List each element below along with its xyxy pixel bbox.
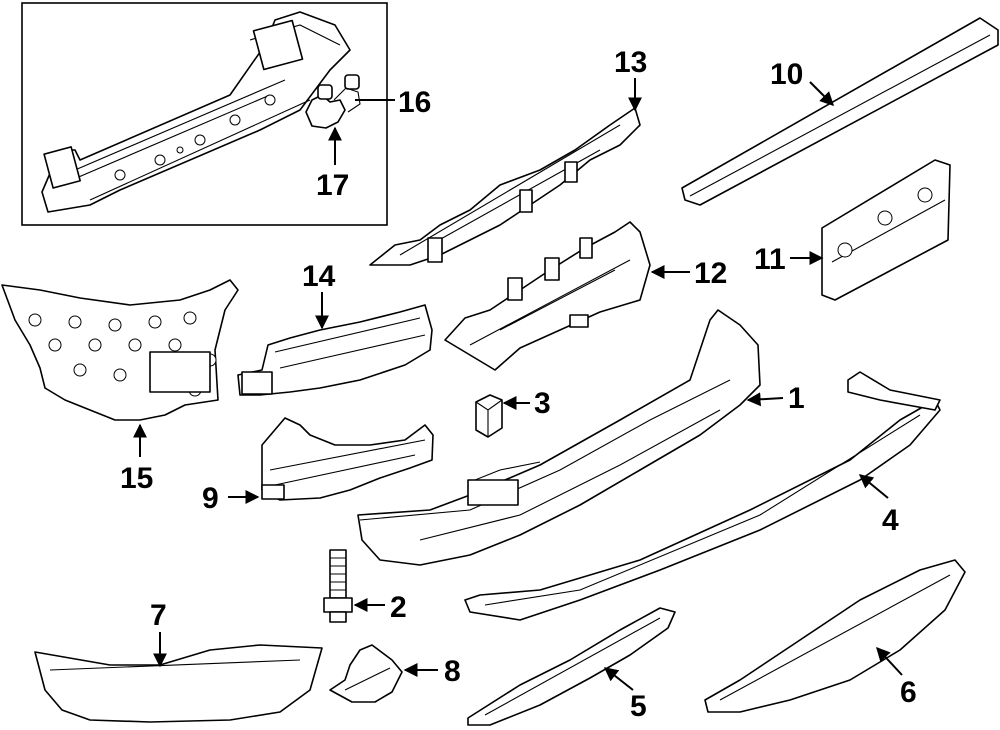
part-2-bolt[interactable] (323, 549, 353, 623)
callout-4: 4 (882, 504, 899, 537)
part-6-lower-trim[interactable] (704, 559, 966, 713)
callout-17: 17 (316, 169, 349, 202)
part-8-clip-bracket[interactable] (329, 644, 403, 703)
part-11-license-bracket[interactable] (821, 159, 951, 301)
absorber-ribs (28, 311, 217, 397)
part-1-bumper-cover[interactable] (357, 309, 761, 566)
callout-15: 15 (120, 462, 153, 495)
part-13-bracket[interactable] (369, 107, 641, 266)
callout-11: 11 (754, 243, 786, 276)
leader-lines (133, 78, 903, 691)
callout-9: 9 (202, 482, 219, 515)
part-17-mounting-bracket[interactable] (305, 74, 361, 129)
callout-13: 13 (614, 46, 647, 79)
part-9-side-support[interactable] (261, 417, 434, 501)
part-12-side-bracket[interactable] (444, 221, 651, 371)
part-15-energy-absorber[interactable] (1, 279, 239, 421)
callout-12: 12 (694, 257, 727, 290)
part-16-reinforcement-beam[interactable] (41, 11, 351, 213)
callout-16: 16 (398, 86, 431, 119)
callout-5: 5 (630, 690, 647, 723)
callout-1: 1 (788, 382, 805, 415)
callout-6: 6 (900, 676, 917, 709)
callout-14: 14 (302, 260, 336, 293)
part-14-corner-bracket[interactable] (237, 304, 433, 396)
callout-labels: 1 2 3 4 5 6 7 8 9 10 11 12 13 14 15 16 1… (120, 46, 917, 723)
callout-10: 10 (770, 58, 803, 91)
part-5-reflector-bar[interactable] (467, 607, 676, 726)
part-3-spacer[interactable] (475, 394, 503, 438)
callout-8: 8 (444, 655, 461, 688)
part-7-trim-panel[interactable] (34, 644, 323, 723)
part-4-lower-valance[interactable] (464, 371, 941, 621)
callout-7: 7 (150, 599, 167, 632)
callout-2: 2 (390, 591, 407, 624)
inset-frame (21, 2, 388, 226)
part-10-trim-strip[interactable] (681, 17, 999, 206)
callout-3: 3 (534, 387, 551, 420)
